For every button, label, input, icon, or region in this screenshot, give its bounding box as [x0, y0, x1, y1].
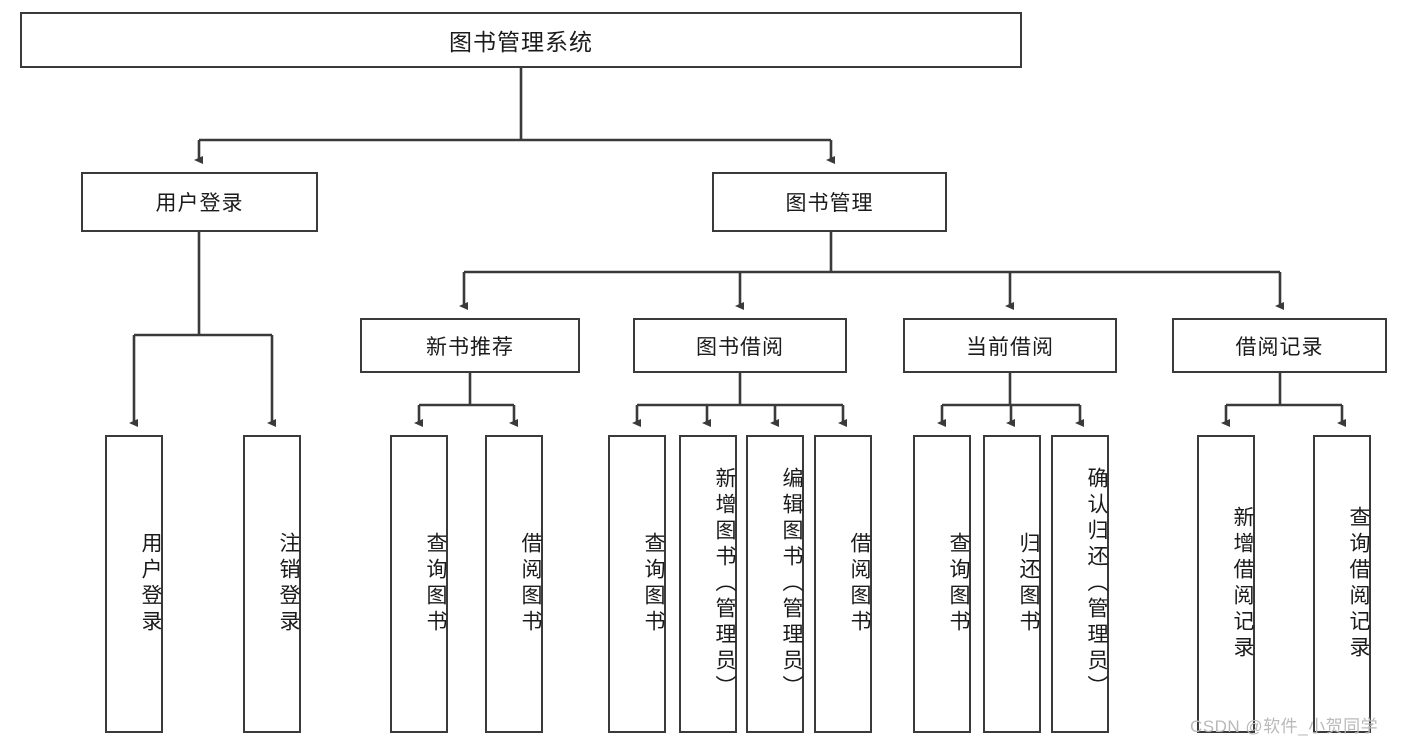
node-book-borrow[interactable]: 图书借阅	[633, 318, 847, 373]
leaf-user-login[interactable]: 用户登录	[105, 435, 163, 733]
node-root-system[interactable]: 图书管理系统	[20, 12, 1022, 68]
node-current-borrow[interactable]: 当前借阅	[903, 318, 1117, 373]
node-label: 图书借阅	[696, 335, 784, 359]
node-label: 借阅图书	[519, 532, 542, 636]
node-label: 用户登录	[139, 532, 162, 636]
node-label: 查询图书	[947, 532, 970, 636]
leaf-edit-book-admin[interactable]: 编辑图书（管理员）	[746, 435, 804, 733]
node-new-book-recommend[interactable]: 新书推荐	[360, 318, 580, 373]
node-label: 查询图书	[642, 532, 665, 636]
node-label: 注销登录	[277, 532, 300, 636]
node-label: 确认归还（管理员）	[1085, 467, 1108, 701]
node-label: 图书管理	[785, 192, 874, 215]
node-label: 新书推荐	[426, 335, 514, 359]
leaf-return-book[interactable]: 归还图书	[983, 435, 1041, 733]
leaf-add-book-admin[interactable]: 新增图书（管理员）	[679, 435, 737, 733]
watermark: CSDN @软件_小贺同学	[1190, 717, 1379, 736]
node-label: 新增借阅记录	[1231, 506, 1254, 662]
leaf-add-borrow-record[interactable]: 新增借阅记录	[1197, 435, 1255, 733]
node-label: 借阅图书	[848, 532, 871, 636]
node-label: 图书管理系统	[449, 29, 593, 55]
leaf-query-borrow-record[interactable]: 查询借阅记录	[1313, 435, 1371, 733]
node-label: 用户登录	[155, 192, 244, 215]
leaf-confirm-return-admin[interactable]: 确认归还（管理员）	[1051, 435, 1109, 733]
node-label: 借阅记录	[1235, 335, 1324, 359]
node-label: 查询图书	[424, 532, 447, 636]
node-label: 查询借阅记录	[1347, 506, 1370, 662]
node-user-login[interactable]: 用户登录	[81, 172, 318, 232]
leaf-borrow-book[interactable]: 借阅图书	[814, 435, 872, 733]
node-borrow-record[interactable]: 借阅记录	[1172, 318, 1387, 373]
node-book-management[interactable]: 图书管理	[712, 172, 947, 232]
node-label: 归还图书	[1017, 532, 1040, 636]
node-label: 当前借阅	[966, 335, 1054, 359]
node-label: 新增图书（管理员）	[713, 467, 736, 701]
leaf-query-book-current[interactable]: 查询图书	[913, 435, 971, 733]
leaf-query-book-newbook[interactable]: 查询图书	[390, 435, 448, 733]
leaf-query-book-borrow[interactable]: 查询图书	[608, 435, 666, 733]
leaf-borrow-book-newbook[interactable]: 借阅图书	[485, 435, 543, 733]
leaf-logout[interactable]: 注销登录	[243, 435, 301, 733]
node-label: 编辑图书（管理员）	[780, 467, 803, 701]
